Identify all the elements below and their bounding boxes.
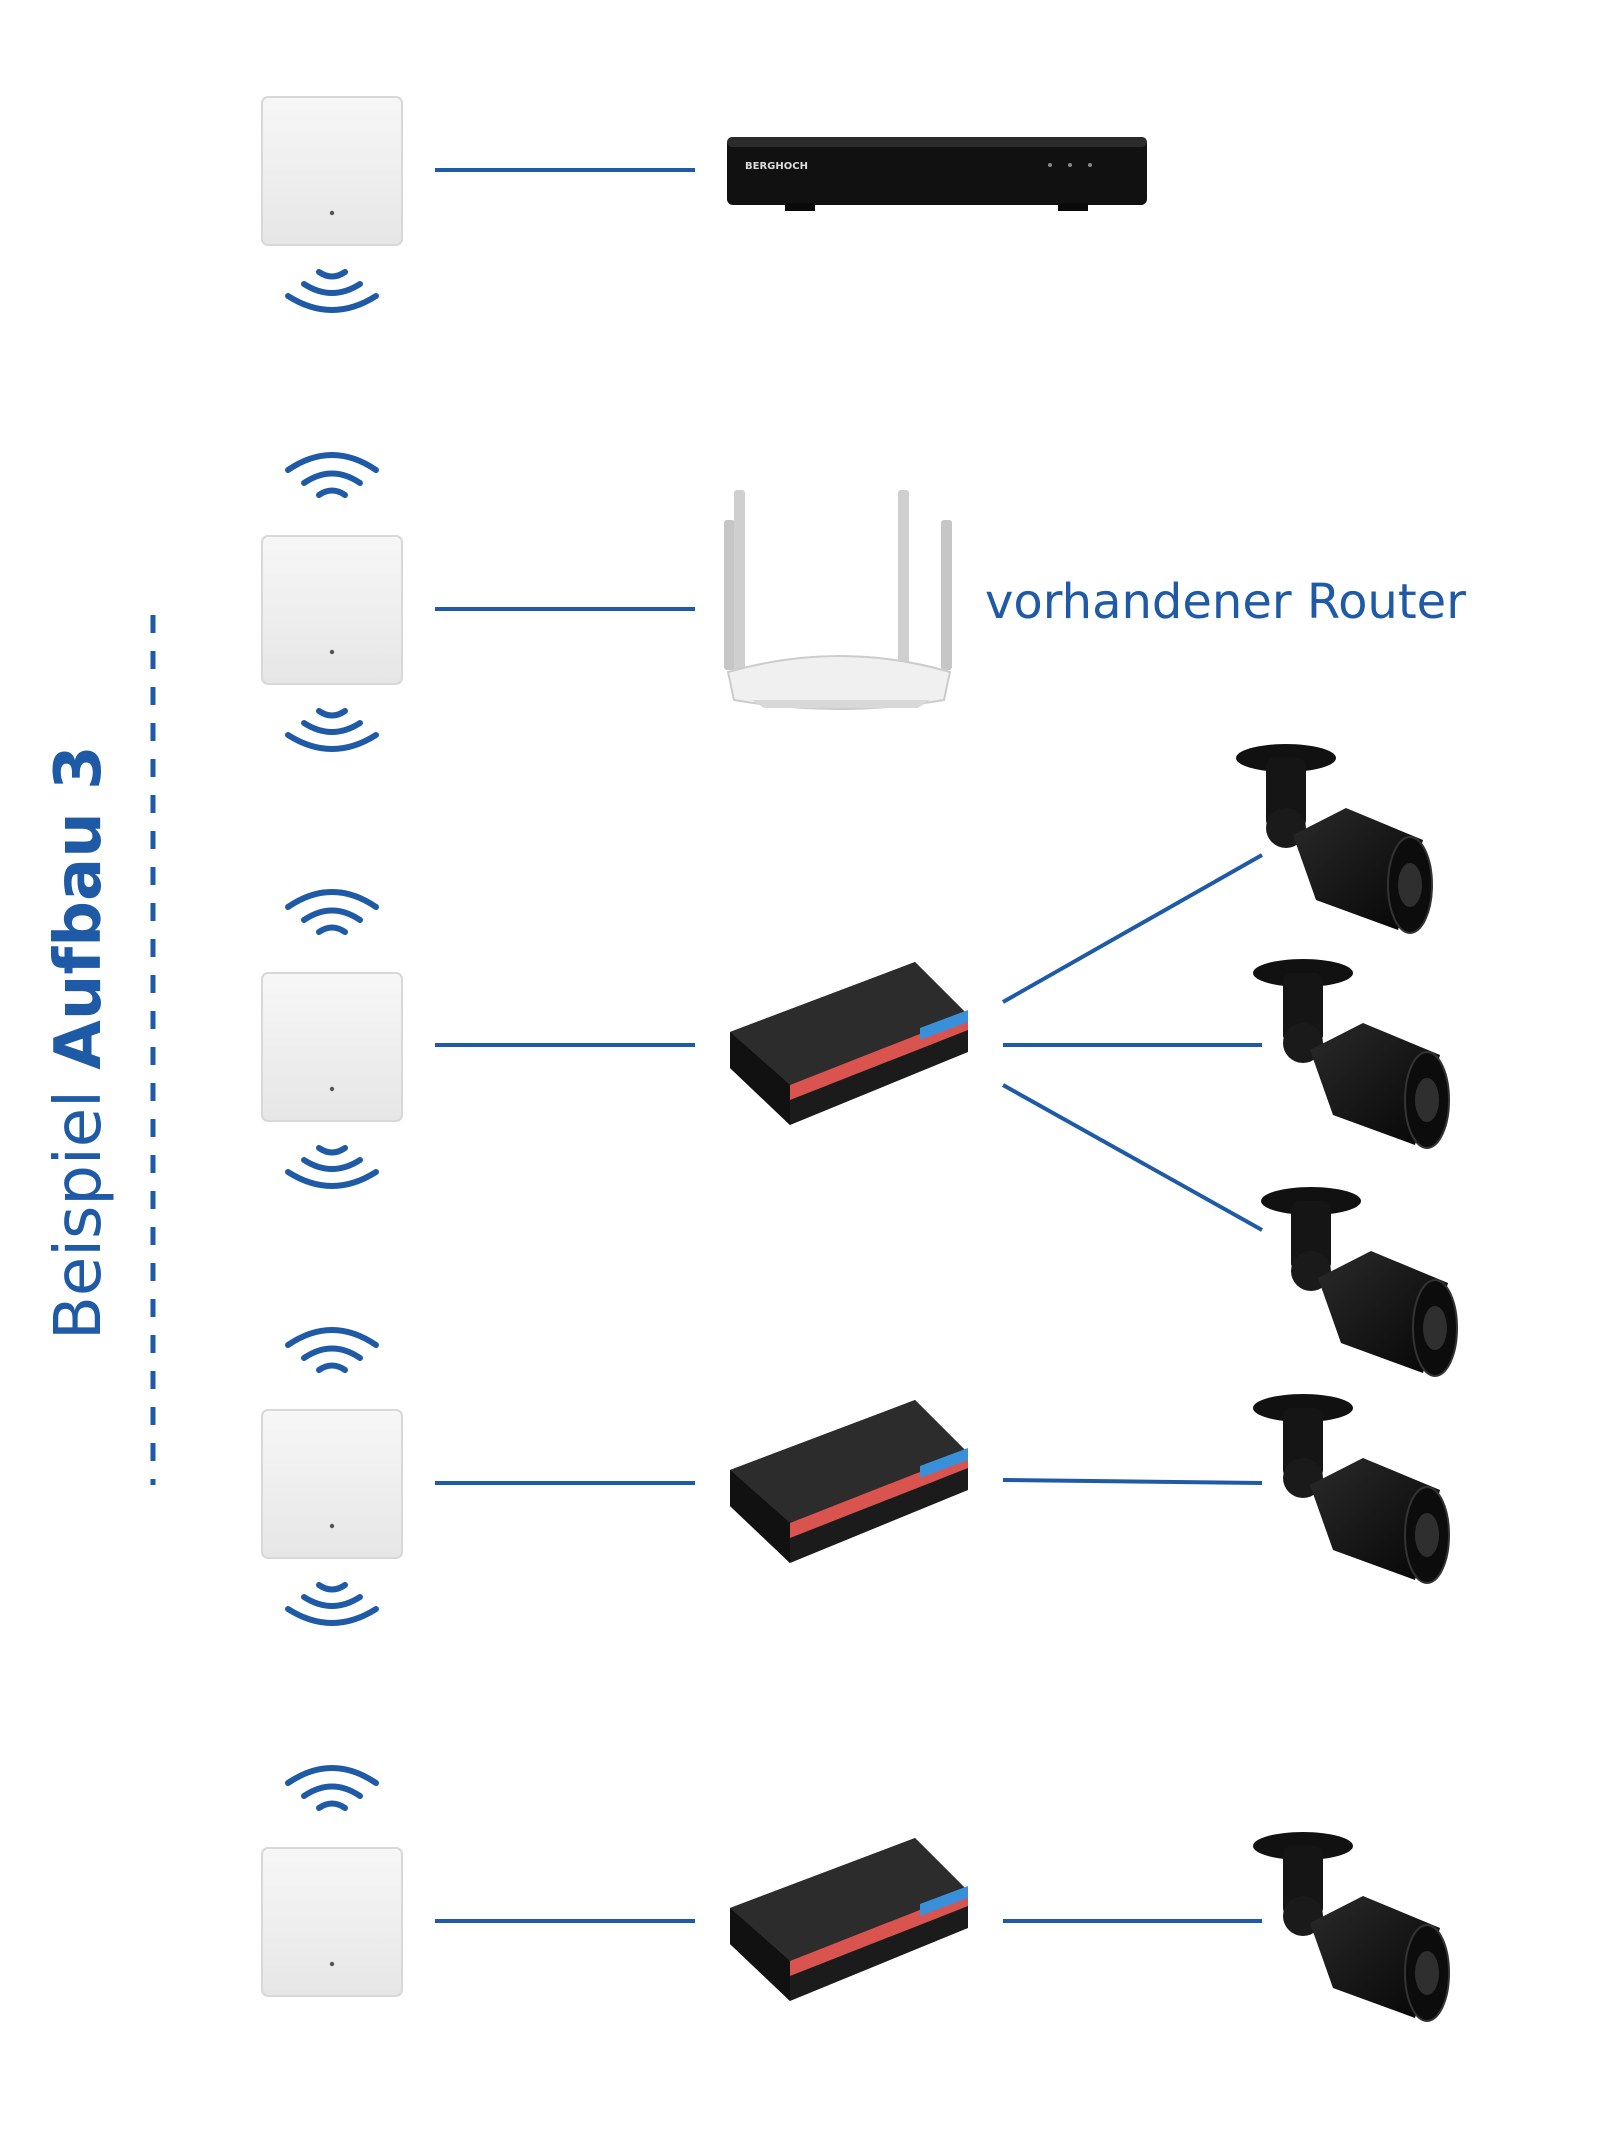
row-nvr: BERGHOCH — [261, 96, 1147, 313]
wireless-bridge-3 — [261, 972, 403, 1122]
wireless-bridge-4 — [261, 1409, 403, 1559]
nvr-brand: BERGHOCH — [745, 161, 808, 172]
row-switch-2 — [261, 1327, 1450, 1626]
poe-switch-icon — [730, 1838, 968, 2001]
camera-icon — [1253, 1832, 1450, 2022]
cable-line — [1002, 1478, 1263, 1485]
row-switch-3 — [261, 1765, 1450, 2022]
wifi-signal-icon — [285, 889, 379, 935]
row-router: vorhandener Router — [261, 452, 1466, 752]
cable-line — [1002, 853, 1263, 1004]
wifi-signal-icon — [285, 452, 379, 498]
wireless-bridge-5 — [261, 1847, 403, 1997]
wireless-bridge-1 — [261, 96, 403, 246]
poe-switch-icon — [730, 1400, 968, 1563]
camera-icon — [1261, 1187, 1458, 1377]
camera-icon — [1253, 1394, 1450, 1584]
wifi-signal-icon — [285, 1145, 379, 1189]
router-label: vorhandener Router — [985, 574, 1466, 630]
cable-line — [1002, 1083, 1263, 1232]
poe-switch-icon — [730, 962, 968, 1125]
camera-icon — [1236, 744, 1433, 934]
diagram-title-prefix: Beispiel — [42, 1090, 116, 1340]
wifi-signal-icon — [285, 269, 379, 313]
row-switch-1 — [261, 744, 1458, 1377]
diagram-title: Beispiel Aufbau 3 — [42, 745, 116, 1340]
nvr-recorder-icon: BERGHOCH — [727, 137, 1147, 211]
wireless-bridge-2 — [261, 535, 403, 685]
router-icon — [724, 490, 952, 710]
camera-icon — [1253, 959, 1450, 1149]
wifi-signal-icon — [285, 708, 379, 752]
wifi-signal-icon — [285, 1327, 379, 1373]
wifi-signal-icon — [285, 1765, 379, 1811]
wifi-signal-icon — [285, 1582, 379, 1626]
diagram-title-bold: Aufbau 3 — [42, 745, 116, 1070]
